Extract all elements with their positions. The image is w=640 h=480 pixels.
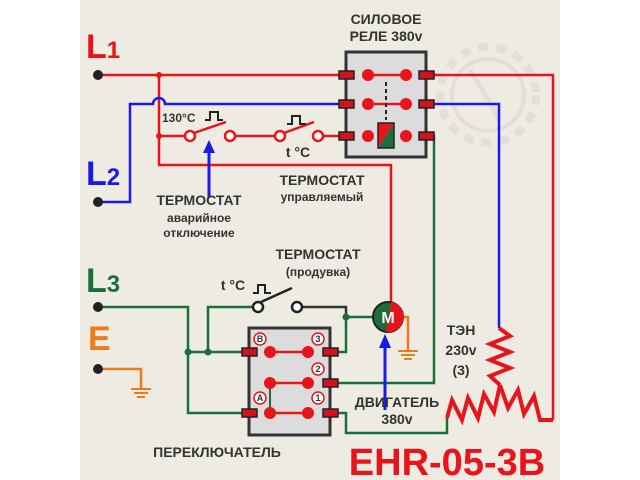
switch-pin-a: A: [257, 393, 264, 403]
thermostat-controlled-switch: [273, 115, 325, 143]
thermostat-blow-sub: (продувка): [286, 265, 350, 279]
switch-title: ПЕРЕКЛЮЧАТЕЛЬ: [153, 444, 281, 460]
motor-symbol: M: [381, 310, 394, 327]
wire-earth: [98, 315, 410, 388]
gear-watermark-icon: [436, 43, 540, 147]
thermostat-controlled-title: ТЕРМОСТАТ: [280, 172, 365, 188]
arrow-head-icon: [203, 140, 215, 153]
junction-dots: [156, 72, 350, 356]
ground-icon: [131, 350, 418, 398]
wire-l1: [98, 73, 555, 420]
motor-voltage: 380v: [381, 411, 412, 427]
arrow-head-icon: [379, 334, 391, 348]
model-title: EHR-05-3B: [349, 442, 545, 480]
thermostat-emergency-switch: [183, 111, 237, 143]
switch-pin-b: B: [257, 334, 264, 344]
thermostat-emergency-sub2: отключение: [163, 226, 235, 240]
thermostat-emergency-title: ТЕРМОСТАТ: [157, 192, 242, 208]
heater-element-icon: [445, 326, 553, 426]
relay-title-2: РЕЛЕ 380v: [350, 28, 423, 44]
label-l2: L2: [86, 155, 120, 193]
thermostat-emergency-temp: 130°C: [162, 111, 196, 125]
thermostat-controlled-sub: управляемый: [281, 190, 364, 204]
thermostat-blow-title: ТЕРМОСТАТ: [276, 246, 361, 262]
switch-pin-3: 3: [315, 334, 320, 344]
thermostat-emergency-sub1: аварийное: [167, 211, 231, 225]
heater-voltage: 230v: [445, 342, 476, 358]
thermostat-blow-temp: t °C: [221, 277, 245, 293]
heater-title: ТЭН: [447, 322, 476, 338]
heater-count: (3): [452, 362, 469, 378]
switch-pin-2: 2: [315, 364, 320, 374]
terminals: [93, 70, 103, 374]
thermostat-blow-switch: [251, 284, 304, 314]
label-earth: E: [88, 320, 111, 358]
relay-coil-icon: [377, 122, 395, 149]
motor-icon: [372, 301, 404, 333]
switch-pin-1: 1: [315, 393, 320, 403]
label-l3: L3: [86, 262, 120, 300]
relay-title-1: СИЛОВОЕ: [351, 11, 422, 27]
wire-l3: [98, 134, 449, 435]
power-relay: [338, 50, 435, 159]
motor-title: ДВИГАТЕЛЬ: [355, 394, 439, 410]
wire-l2: [98, 96, 501, 328]
thermostat-controlled-temp: t °C: [286, 144, 310, 160]
label-l1: L1: [86, 28, 120, 66]
selector-switch: [241, 326, 339, 437]
